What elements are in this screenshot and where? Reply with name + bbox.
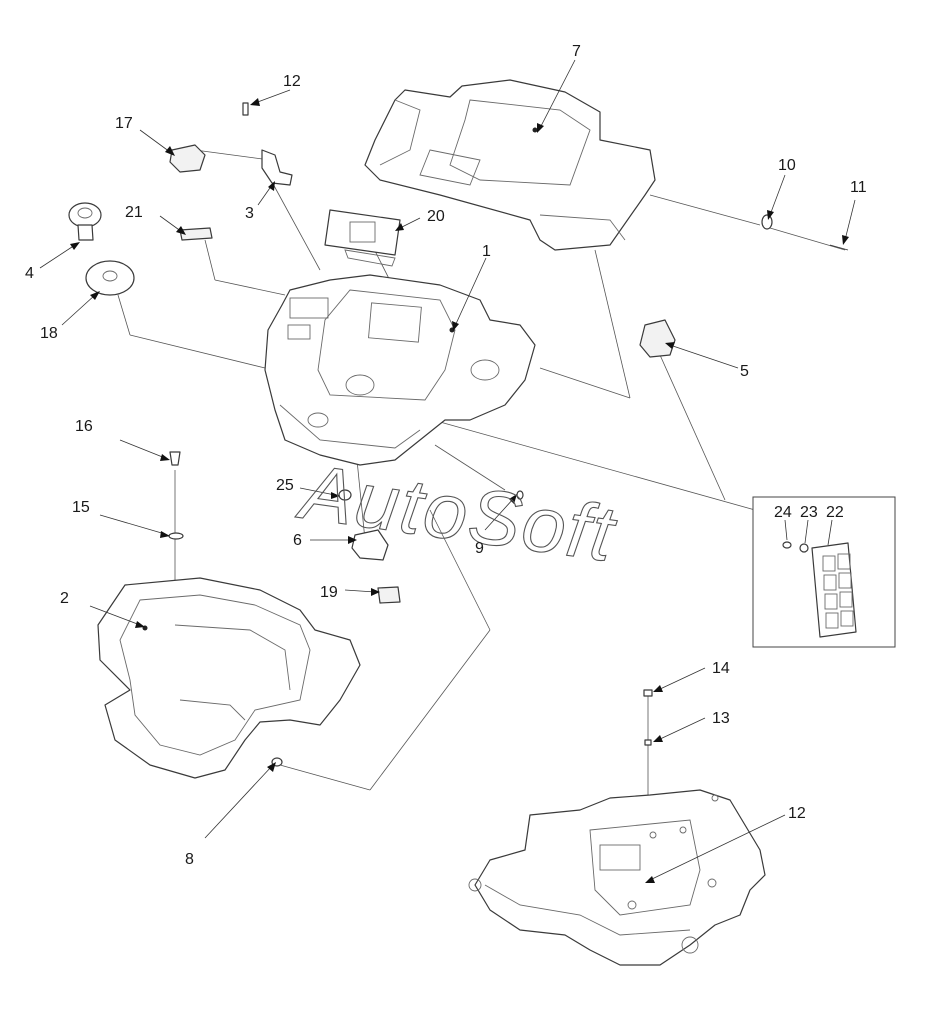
callout-13: 13 xyxy=(712,710,730,727)
part-14-bolt xyxy=(643,689,653,697)
callout-22: 22 xyxy=(826,504,844,521)
part-25-pin xyxy=(338,489,352,501)
callout-20: 20 xyxy=(427,208,445,225)
callout-10: 10 xyxy=(778,157,796,174)
part-4-knob xyxy=(68,202,102,228)
callout-labels: 1 2 3 4 5 6 7 8 9 10 11 12 12 13 14 15 1… xyxy=(25,43,867,868)
callout-19: 19 xyxy=(320,584,338,601)
callout-15: 15 xyxy=(72,499,90,516)
part-16-bolt xyxy=(169,451,181,466)
callout-2: 2 xyxy=(60,590,69,607)
callout-12b: 12 xyxy=(788,805,806,822)
watermark: AutoSoft xyxy=(292,447,622,579)
part-9-pin xyxy=(516,490,524,500)
callout-7: 7 xyxy=(572,43,581,60)
part-1-main-housing xyxy=(264,274,536,466)
part-18-plate xyxy=(85,260,135,296)
part-7-top-cover xyxy=(364,79,656,251)
part-12-screw xyxy=(242,102,249,116)
callout-leaders xyxy=(39,59,856,883)
part-2-lower-housing xyxy=(97,577,361,779)
part-6-bracket xyxy=(351,529,389,561)
callout-11: 11 xyxy=(850,179,867,196)
callout-4: 4 xyxy=(25,265,34,282)
callout-14: 14 xyxy=(712,660,730,677)
part-5-switch xyxy=(639,319,676,358)
callout-18: 18 xyxy=(40,325,58,342)
part-base-assembly xyxy=(468,789,766,966)
callout-16: 16 xyxy=(75,418,93,435)
callout-1: 1 xyxy=(482,243,491,260)
part-21-tile xyxy=(179,227,213,241)
callout-12a: 12 xyxy=(283,73,301,90)
callout-3: 3 xyxy=(245,205,254,222)
callout-5: 5 xyxy=(740,363,749,380)
part-13-washer xyxy=(644,739,652,746)
part-15-washer xyxy=(168,532,184,540)
callout-24: 24 xyxy=(774,504,792,521)
part-10-nut xyxy=(761,214,773,230)
small-parts xyxy=(68,102,849,767)
assembly-lines xyxy=(117,149,846,870)
callout-17: 17 xyxy=(115,115,133,132)
callout-25: 25 xyxy=(276,477,294,494)
part-19-block xyxy=(377,586,401,604)
keypad-detail-box xyxy=(752,496,896,648)
callout-8: 8 xyxy=(185,851,194,868)
callout-23: 23 xyxy=(800,504,818,521)
part-3-bracket xyxy=(261,149,293,186)
callout-21: 21 xyxy=(125,204,143,221)
callout-9: 9 xyxy=(475,540,484,557)
part-17-lock xyxy=(169,144,206,173)
callout-6: 6 xyxy=(293,532,302,549)
part-20-display xyxy=(324,209,401,256)
